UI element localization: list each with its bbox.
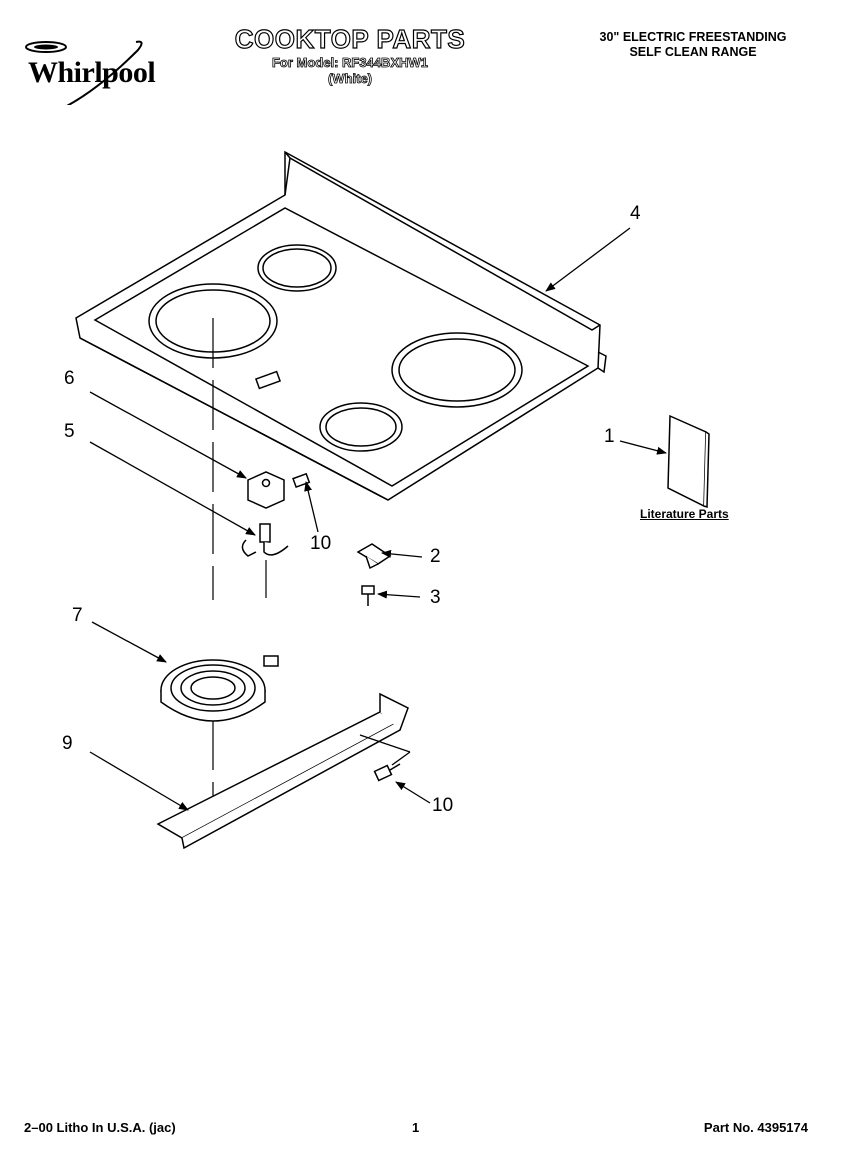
screw	[361, 585, 375, 606]
brand-name: Whirlpool	[28, 56, 156, 89]
callout-7: 7	[72, 605, 83, 626]
callout-9: 9	[62, 733, 73, 754]
page-number: 1	[412, 1120, 420, 1135]
model-line: For Model: RF344BXHW1	[271, 55, 429, 71]
cooktop-panel	[75, 150, 607, 501]
range-desc-line1: 30" ELECTRIC FREESTANDING	[599, 30, 787, 44]
callout-2: 2	[430, 546, 441, 567]
leader-lines	[89, 227, 667, 811]
terminal-bracket	[247, 471, 311, 509]
color-line: (White)	[327, 71, 373, 87]
callout-10-lower: 10	[432, 795, 454, 816]
callout-10-upper: 10	[310, 533, 332, 554]
terminal-wire	[241, 523, 289, 557]
whirlpool-logo: Whirlpool	[18, 30, 168, 109]
part-number: Part No. 4395174	[703, 1120, 808, 1135]
literature-booklet	[667, 414, 710, 509]
range-desc-line2: SELF CLEAN RANGE	[629, 45, 757, 59]
surface-element	[160, 655, 279, 722]
range-description: 30" ELECTRIC FREESTANDING SELF CLEAN RAN…	[578, 30, 808, 60]
cooktop-brace	[156, 692, 409, 850]
mounting-clip	[356, 543, 392, 570]
callout-3: 3	[430, 587, 441, 608]
callout-4: 4	[630, 203, 641, 224]
callout-5: 5	[64, 421, 75, 442]
callout-1: 1	[604, 426, 615, 447]
callout-6: 6	[64, 368, 75, 389]
print-info: 2–00 Litho In U.S.A. (jac)	[24, 1120, 176, 1135]
bolt	[373, 763, 401, 782]
page-title: COOKTOP PARTS	[234, 23, 466, 54]
title-block: COOKTOP PARTS For Model: RF344BXHW1 (Whi…	[234, 23, 640, 87]
literature-parts-label: Literature Parts	[640, 507, 729, 521]
